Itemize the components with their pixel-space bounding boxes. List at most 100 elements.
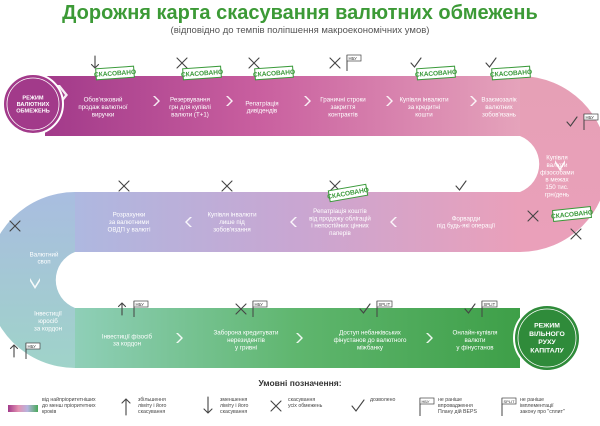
cancelled-stamp: СКАСОВАНО (94, 65, 137, 81)
road-row3 (75, 308, 520, 368)
legend-text-line: Плану дій ВЕРS (438, 409, 477, 415)
legend-text-line: дозволено (370, 397, 396, 403)
row1-step-mark (485, 57, 497, 68)
cancelled-stamp: СКАСОВАНО (327, 183, 370, 203)
legend-text-line: збільшення (138, 397, 166, 403)
stamp-label: СКАСОВАНО (94, 69, 137, 79)
legend-text-line: імплементації (520, 403, 554, 409)
nbu-tag-label: НБУ (422, 399, 430, 404)
cancelled-stamp: СКАСОВАНО (253, 65, 295, 81)
arrow-down-icon (203, 396, 213, 414)
cross-icon (270, 400, 282, 412)
gradient-icon (8, 405, 38, 412)
legend-text-line: від найпріоритетніших (42, 397, 96, 403)
road-chevrons (30, 85, 565, 343)
legend-text-line: закону про "сплит" (520, 409, 565, 415)
row2-step-mark (455, 180, 467, 191)
road-row2 (75, 192, 520, 252)
row1-step-mark (248, 57, 260, 69)
split-tag-label: SPLIT (504, 399, 516, 404)
row3-step-mark: SPLIT (359, 300, 393, 317)
start-circle (2, 73, 64, 135)
legend-text-line: скасування (138, 409, 166, 415)
right-curve-mark: НБУ (566, 113, 599, 130)
road-row1 (45, 76, 520, 136)
split-tag-label: SPLIT (379, 302, 391, 307)
legend-item-text: дозволено (370, 397, 395, 403)
nbu-tag-label: НБУ (586, 115, 595, 120)
legend-text-line: до менш пріоритетних (42, 403, 96, 409)
split-tag-label: SPLIT (484, 302, 496, 307)
stamp-label: СКАСОВАНО (181, 69, 224, 79)
row3-step-mark: НБУ (117, 300, 149, 317)
legend-text-line: ліміту і його (138, 403, 167, 409)
row1-step-mark (90, 55, 100, 69)
row1-step-mark: НБУ (329, 54, 362, 71)
check-icon (351, 399, 365, 412)
nbu-icon: НБУ (419, 397, 435, 416)
legend-text-line: усіх обмежень (288, 403, 323, 409)
legend-title: Умовні позначення: (258, 378, 342, 388)
nbu-tag-label: НБУ (349, 56, 358, 61)
stamp-label: СКАСОВАНО (415, 69, 458, 79)
nbu-tag-label: НБУ (136, 302, 145, 307)
nbu-tag-label: НБУ (28, 344, 37, 349)
stamp-label: СКАСОВАНО (551, 209, 594, 220)
legend-text-line: ліміту і його (220, 403, 249, 409)
row2-step-mark (221, 180, 233, 192)
page-subtitle: (відповідно до темпів поліпшення макроек… (170, 25, 430, 36)
legend-text-line: скасування (288, 397, 316, 403)
legend-text-line: не раніше (520, 397, 545, 403)
cancelled-stamp: СКАСОВАНО (181, 65, 224, 81)
end-circle (513, 304, 581, 372)
road-left-curve (0, 192, 75, 368)
legend-text-line: скасування (220, 409, 248, 415)
arrow-up-icon (121, 398, 131, 416)
left-curve-mark: НБУ (9, 342, 41, 359)
split-icon: SPLIT (501, 397, 517, 416)
left-curve-mark (9, 220, 21, 232)
row3-step-mark: НБУ (235, 300, 268, 317)
cancelled-stamp: СКАСОВАНО (551, 205, 594, 223)
nbu-tag-label: НБУ (255, 302, 264, 307)
row1-step-mark (176, 57, 188, 69)
cancelled-stamp: СКАСОВАНО (490, 65, 533, 81)
legend-text-line: впровадження (438, 403, 473, 409)
row2-extra-mark (527, 210, 539, 222)
stamp-label: СКАСОВАНО (490, 69, 533, 79)
row2-step-mark (118, 180, 130, 192)
legend-text-line: зменшення (220, 397, 248, 403)
row2-extra-mark (570, 228, 582, 240)
page-title: Дорожня карта скасування валютних обмеже… (62, 2, 538, 24)
